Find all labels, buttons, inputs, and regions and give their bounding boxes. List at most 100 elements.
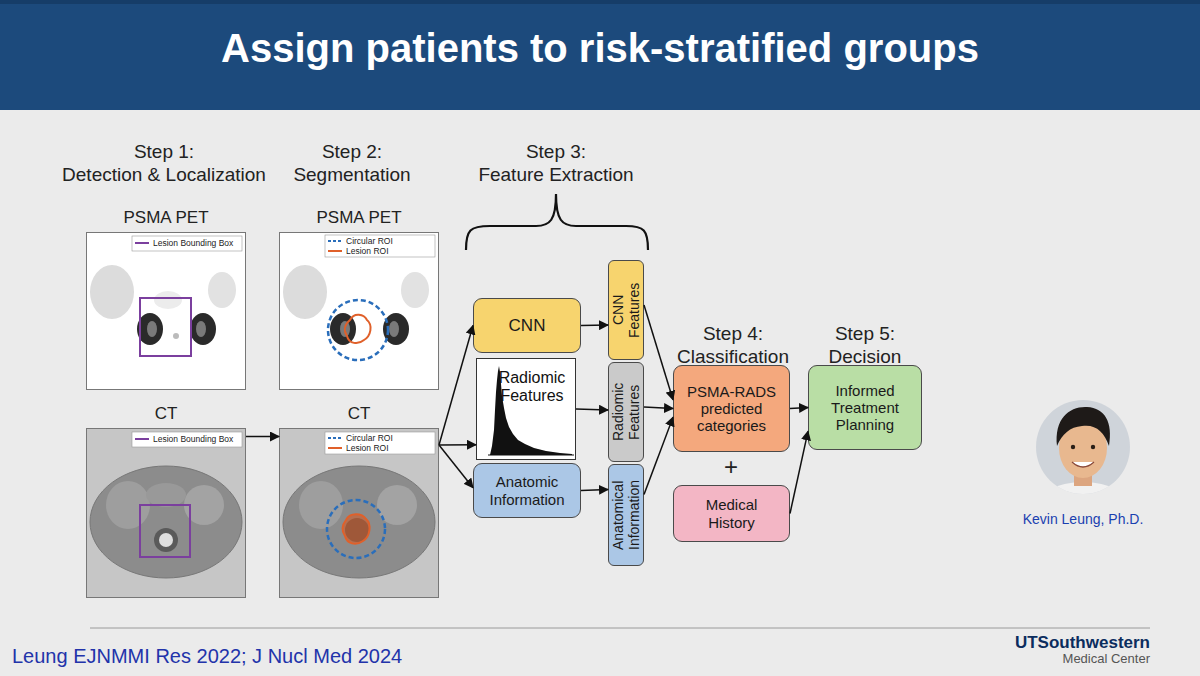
- bounding-box: [140, 505, 190, 557]
- panel-heading: CT: [280, 404, 438, 424]
- connector-arrow: [581, 324, 608, 326]
- ct-scan-image: [86, 428, 246, 598]
- legend-text: Lesion ROI: [346, 246, 389, 256]
- institution-subtitle: Medical Center: [880, 651, 1150, 667]
- legend-entry: Circular ROI: [327, 236, 393, 246]
- legend-frame: [325, 432, 435, 454]
- box-label: Medical History: [686, 496, 777, 531]
- legend-line: [328, 240, 342, 242]
- image-background: [86, 428, 246, 598]
- legend-frame: [325, 235, 435, 257]
- kidney-pelvis: [389, 321, 399, 337]
- connector-arrow: [644, 417, 673, 494]
- decision-box: Informed Treatment Planning: [808, 365, 922, 450]
- legend-line: [135, 242, 149, 244]
- histogram-plot: [476, 358, 576, 460]
- step-label: Step 4: Classification: [658, 322, 808, 368]
- legend-entry: Circular ROI: [327, 433, 393, 443]
- footer-rule: [90, 628, 1150, 629]
- speaker-name: Kevin Leung, Ph.D.: [1003, 511, 1163, 528]
- connector-arrow: [439, 444, 476, 446]
- connector-arrow: [790, 408, 808, 409]
- histogram-box: Radiomic Features: [476, 358, 576, 460]
- feature-bar: Anatomical Information: [608, 464, 644, 566]
- feature-bar: CNN Features: [608, 260, 644, 360]
- pet-scan-image: [86, 232, 246, 390]
- legend-sample: [134, 434, 150, 444]
- box-label: Anatomic Information: [486, 473, 568, 508]
- organ: [146, 483, 186, 507]
- legend-sample: [134, 238, 150, 248]
- image-background: [279, 232, 439, 390]
- plus-sign: +: [716, 455, 746, 478]
- step-label: Step 1: Detection & Localization: [44, 140, 284, 186]
- legend-sample: [327, 246, 343, 256]
- feature-bar: Radiomic Features: [608, 362, 644, 462]
- organ: [299, 481, 343, 529]
- connector-arrow: [790, 431, 808, 513]
- connector-arrow: [644, 407, 673, 409]
- body-outline: [283, 466, 435, 578]
- vertebra-body: [159, 533, 173, 547]
- legend-sample: [327, 433, 343, 443]
- process-box: CNN: [473, 298, 581, 353]
- box-label: CNN Features: [610, 273, 642, 347]
- legend-text: Lesion Bounding Box: [153, 434, 233, 444]
- header-band: [0, 0, 1200, 110]
- legend-entry: Lesion ROI: [327, 443, 389, 453]
- lesion-uptake: [173, 333, 179, 339]
- header-edge: [0, 0, 1200, 4]
- process-box: Anatomic Information: [473, 463, 581, 518]
- body-outline: [90, 466, 242, 578]
- connector-arrow: [576, 409, 608, 410]
- circular-roi: [328, 300, 388, 360]
- circular-roi: [327, 500, 385, 558]
- eye: [1071, 445, 1075, 449]
- plot-background: [476, 358, 576, 460]
- legend-line: [328, 447, 342, 449]
- institution-logo: UTSouthwestern: [880, 633, 1150, 653]
- curly-bracket: [466, 194, 648, 250]
- panel-heading: PSMA PET: [280, 208, 438, 228]
- kidney-pelvis: [147, 321, 157, 337]
- image-background: [279, 428, 439, 598]
- panel-heading: PSMA PET: [87, 208, 245, 228]
- legend-line: [135, 438, 149, 440]
- legend-frame: [132, 432, 242, 447]
- step-label: Step 2: Segmentation: [262, 140, 442, 186]
- histogram-axis: [488, 455, 574, 456]
- box-label: Radiomic Features: [610, 375, 642, 449]
- legend-line: [328, 250, 342, 252]
- lesion-roi: [342, 514, 369, 543]
- panel-heading: CT: [87, 404, 245, 424]
- legend-text: Lesion Bounding Box: [153, 238, 233, 248]
- kidney-uptake: [190, 313, 216, 345]
- legend-entry: Lesion ROI: [327, 246, 389, 256]
- box-label: Anatomical Information: [610, 477, 642, 553]
- kidney-pelvis: [196, 321, 206, 337]
- liver-uptake: [283, 265, 327, 319]
- citation: Leung EJNMMI Res 2022; J Nucl Med 2024: [12, 645, 652, 668]
- spleen-uptake: [208, 272, 236, 308]
- box-label: Radiomic Features: [489, 369, 575, 406]
- vertebra: [154, 528, 178, 552]
- lesion-roi: [345, 315, 371, 343]
- legend-entry: Lesion Bounding Box: [134, 434, 233, 444]
- step-label: Step 3: Feature Extraction: [456, 140, 656, 186]
- hair: [1057, 407, 1110, 446]
- legend-text: Circular ROI: [346, 433, 393, 443]
- liver-uptake: [90, 265, 134, 319]
- legend-line: [328, 437, 342, 439]
- bounding-box: [140, 298, 191, 356]
- slide-title: Assign patients to risk-stratified group…: [0, 26, 1200, 71]
- legend-text: Circular ROI: [346, 236, 393, 246]
- classification-box: PSMA-RADS predicted categories: [673, 365, 790, 452]
- legend-text: Lesion ROI: [346, 443, 389, 453]
- image-background: [86, 232, 246, 390]
- ct-image-panel: CT: [279, 428, 439, 598]
- step-label: Step 5: Decision: [800, 322, 930, 368]
- connector-arrow: [246, 436, 279, 438]
